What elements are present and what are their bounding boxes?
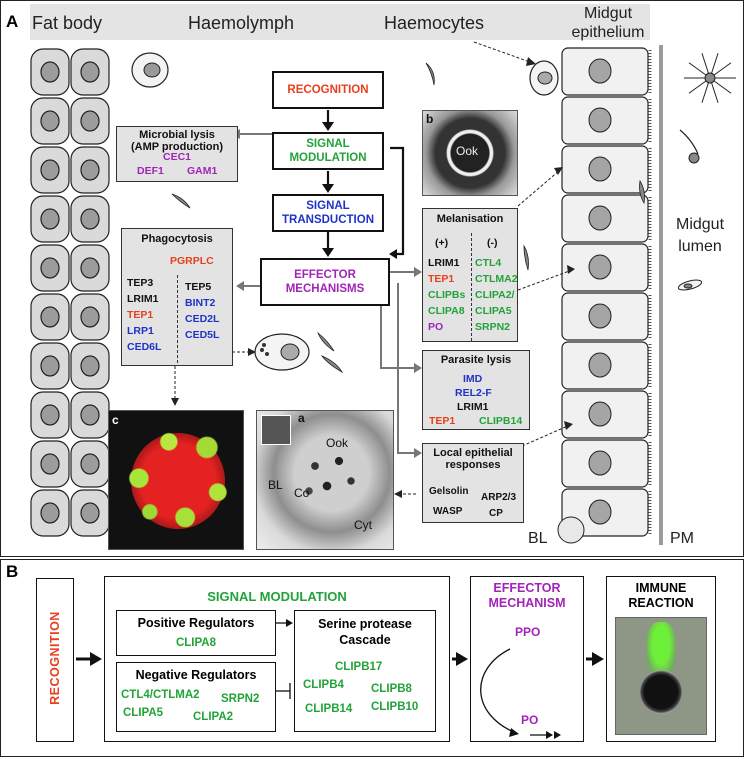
lumen-ookinete-core [704, 72, 716, 84]
panel-b-arrows [76, 619, 604, 739]
epithelial-nucleus [588, 499, 612, 525]
fat-body-nucleus [80, 61, 100, 83]
midgut-lumen-label: Midgut lumen [676, 216, 725, 255]
phagocytosis-box: Phagocytosis PGRPLC TEP3 LRIM1 TEP1 LRP1… [121, 228, 233, 366]
lumen-ookinetes [677, 53, 736, 291]
micrograph-c-letter: c [112, 413, 119, 427]
midgut-epithelium [557, 47, 652, 544]
micrograph-a-co: Co [294, 486, 310, 500]
flow-arrowheads [322, 122, 397, 259]
fat-body-nucleus [40, 404, 60, 426]
peritrophic-matrix-label: PM [670, 530, 694, 547]
fat-body-nucleus [40, 208, 60, 230]
fat-body-nucleus [80, 159, 100, 181]
micrograph-a-letter: a [298, 411, 305, 425]
fat-body-nucleus [40, 453, 60, 475]
b-negative-regulators-box: Negative Regulators CTL4/CTLMA2 SRPN2 CL… [116, 662, 276, 732]
haemocyte-2 [529, 60, 559, 96]
fat-body-nucleus [40, 355, 60, 377]
micrograph-b [422, 110, 518, 196]
fat-body-nucleus [40, 110, 60, 132]
phagocytic-haemocyte [254, 333, 310, 371]
micrograph-b-letter: b [426, 112, 434, 126]
fat-body-nucleus [80, 355, 100, 377]
micrograph-a-bl: BL [268, 478, 283, 492]
fat-body-cells [30, 48, 110, 537]
epithelial-nucleus [588, 156, 612, 182]
micrograph-b-ook: Ook [456, 144, 479, 158]
fat-body-nucleus [80, 502, 100, 524]
parasite-shapes [171, 62, 645, 374]
b-positive-regulators-box: Positive Regulators CLIPA8 [116, 610, 276, 656]
fat-body-nucleus [80, 306, 100, 328]
melanisation-divider [471, 233, 472, 341]
epithelial-nucleus [588, 401, 612, 427]
b-recognition-box: RECOGNITION [36, 578, 74, 742]
fat-body-nucleus [80, 404, 100, 426]
fat-body-nucleus [80, 257, 100, 279]
fat-body-nucleus [40, 159, 60, 181]
fat-body-nucleus [40, 306, 60, 328]
haemocytes-label: Haemocytes [384, 13, 485, 33]
midgut-epithelium-label: Midgut epithelium [571, 5, 645, 41]
dashed-pointers [174, 41, 573, 495]
epithelial-nucleus [588, 450, 612, 476]
fat-body-label: Fat body [32, 13, 103, 33]
header-band [30, 4, 650, 40]
phagocytosis-left-list: TEP3 LRIM1 TEP1 LRP1 CED6L [127, 277, 162, 353]
fat-body-nucleus [80, 110, 100, 132]
micrograph-a [256, 410, 394, 550]
b-immune-reaction-box: IMMUNE REACTION [606, 576, 716, 742]
immune-ookinete [640, 670, 682, 714]
haemocyte [131, 52, 169, 88]
melanisation-box: Melanisation (+) (-) LRIM1 TEP1 CLIPBs C… [422, 208, 518, 342]
flow-arrows [326, 110, 405, 256]
microbial-lysis-box: Microbial lysis (AMP production) CEC1 DE… [116, 126, 238, 182]
recognition-box: RECOGNITION [272, 71, 384, 109]
fat-body-nucleus [40, 61, 60, 83]
fat-body-nucleus [80, 453, 100, 475]
oocyst [557, 516, 585, 544]
immune-reaction-micrograph [615, 617, 707, 735]
fat-body-nucleus [40, 502, 60, 524]
effector-mechanisms-box: EFFECTOR MECHANISMS [260, 258, 390, 306]
epithelial-nucleus [588, 303, 612, 329]
signal-modulation-box: SIGNAL MODULATION [272, 132, 384, 170]
micrograph-a-cyt: Cyt [354, 518, 372, 532]
fat-body-nucleus [80, 208, 100, 230]
epithelial-nucleus [588, 107, 612, 133]
phagocytosis-divider [177, 275, 178, 363]
signal-transduction-box: SIGNAL TRANSDUCTION [272, 194, 384, 232]
melanisation-right-list: CTL4 CTLMA2 CLIPA2/ CLIPA5 SRPN2 [475, 257, 518, 333]
b-serine-protease-box: Serine protease Cascade CLIPB17 CLIPB4 C… [294, 610, 436, 732]
micrograph-a-inset [261, 415, 291, 445]
micrograph-a-ook: Ook [326, 436, 349, 450]
cell-illustration [30, 41, 736, 545]
haemolymph-label: Haemolymph [188, 13, 295, 33]
panel-b-letter: B [6, 562, 19, 581]
epithelial-nucleus [588, 352, 612, 378]
panel-a-letter: A [6, 12, 19, 31]
dashed-heads [171, 57, 575, 498]
epithelial-nucleus [588, 254, 612, 280]
parasite-lysis-box: Parasite lysis IMD REL2-F LRIM1 TEP1 CLI… [422, 350, 530, 430]
micrograph-c [108, 410, 244, 550]
micrograph-a-granules [303, 451, 363, 501]
micrograph-c-green-spots [109, 411, 243, 549]
immune-green-signal [646, 622, 676, 678]
epithelial-nucleus [588, 58, 612, 84]
basal-lamina-label: BL [528, 530, 548, 547]
phagocytosis-right-list: TEP5 BINT2 CED2L CED5L [185, 281, 220, 341]
b-effector-mechanism-box: EFFECTOR MECHANISM PPO PO [470, 576, 584, 742]
fat-body-nucleus [40, 257, 60, 279]
melanisation-left-list: LRIM1 TEP1 CLIPBs CLIPA8 PO [428, 257, 466, 333]
local-epithelial-box: Local epithelial responses Gelsolin ARP2… [422, 443, 524, 523]
epithelial-nucleus [588, 205, 612, 231]
